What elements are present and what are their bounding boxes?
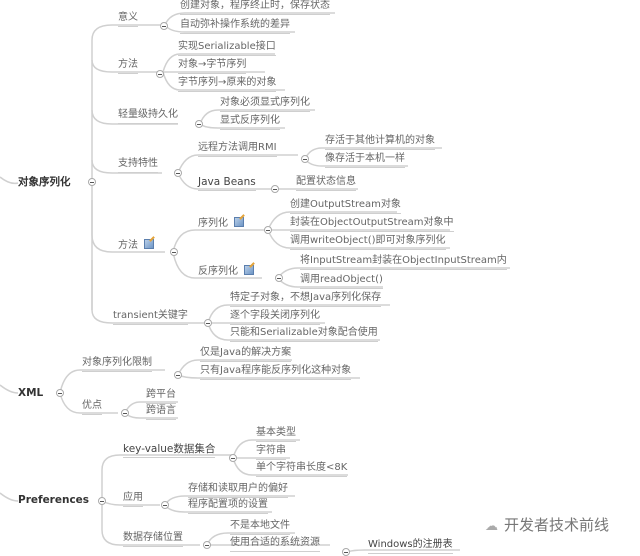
- branch-advantages[interactable]: 优点: [82, 400, 102, 415]
- leaf-node[interactable]: 程序配置项的设置: [188, 499, 268, 514]
- leaf-node[interactable]: 不是本地文件: [230, 520, 290, 535]
- collapse-icon[interactable]: [174, 371, 182, 379]
- branch-java-beans[interactable]: Java Beans: [198, 176, 256, 191]
- branch-method[interactable]: 方法: [118, 59, 138, 74]
- branch-deserialize[interactable]: 反序列化: [198, 265, 254, 278]
- collapse-icon[interactable]: [160, 22, 168, 30]
- collapse-icon[interactable]: [204, 319, 212, 327]
- branch-serialization-limits[interactable]: 对象序列化限制: [82, 357, 152, 372]
- collapse-icon[interactable]: [88, 178, 96, 186]
- leaf-node[interactable]: 实现Serializable接口: [178, 41, 276, 56]
- leaf-node[interactable]: 字节序列→原来的对象: [178, 77, 277, 92]
- leaf-node[interactable]: 封装在ObjectOutputStream对象中: [290, 217, 454, 232]
- leaf-node[interactable]: 创建对象，程序终止时，保存状态: [180, 0, 330, 15]
- leaf-node[interactable]: Windows的注册表: [368, 539, 453, 554]
- branch-rmi[interactable]: 远程方法调用RMI: [198, 142, 277, 157]
- collapse-icon[interactable]: [174, 169, 182, 177]
- collapse-icon[interactable]: [170, 248, 178, 256]
- branch-lightweight-persistence[interactable]: 轻量级持久化: [118, 109, 178, 124]
- collapse-icon[interactable]: [121, 409, 129, 417]
- collapse-icon[interactable]: [156, 70, 164, 78]
- branch-method-with-note[interactable]: 方法: [118, 239, 154, 252]
- collapse-icon[interactable]: [56, 389, 64, 397]
- collapse-icon[interactable]: [195, 120, 203, 128]
- branch-storage-location[interactable]: 数据存储位置: [123, 532, 183, 547]
- root-node-object-serialization[interactable]: 对象序列化: [18, 176, 71, 188]
- leaf-node[interactable]: 跨平台: [146, 389, 176, 404]
- note-icon[interactable]: [244, 265, 254, 275]
- leaf-node[interactable]: 只能和Serializable对象配合使用: [230, 327, 378, 342]
- branch-meaning[interactable]: 意义: [118, 12, 138, 27]
- note-icon[interactable]: [144, 239, 154, 249]
- collapse-icon[interactable]: [229, 454, 237, 462]
- leaf-node[interactable]: 配置状态信息: [296, 176, 356, 191]
- note-icon[interactable]: [234, 217, 244, 227]
- wechat-icon: ☁: [485, 519, 498, 534]
- leaf-node[interactable]: 调用readObject(): [300, 274, 383, 289]
- leaf-node[interactable]: 只有Java程序能反序列化这种对象: [200, 365, 352, 380]
- leaf-node[interactable]: 显式反序列化: [220, 115, 280, 130]
- root-node-preferences[interactable]: Preferences: [18, 494, 90, 506]
- leaf-node[interactable]: 基本类型: [256, 427, 296, 442]
- leaf-node[interactable]: 自动弥补操作系统的差异: [180, 19, 290, 34]
- root-node-xml[interactable]: XML: [18, 387, 44, 399]
- leaf-node[interactable]: 调用writeObject()即可对象序列化: [290, 235, 446, 250]
- leaf-node[interactable]: 字符串: [256, 445, 286, 460]
- leaf-node[interactable]: 逐个字段关闭序列化: [230, 310, 320, 325]
- branch-system-resources[interactable]: 使用合适的系统资源: [230, 537, 320, 552]
- collapse-icon[interactable]: [161, 501, 169, 509]
- leaf-node[interactable]: 存储和读取用户的偏好: [188, 483, 288, 498]
- collapse-icon[interactable]: [264, 226, 272, 234]
- leaf-node[interactable]: 创建OutputStream对象: [290, 199, 401, 214]
- leaf-node[interactable]: 将InputStream封装在ObjectInputStream内: [300, 255, 507, 270]
- branch-serialize[interactable]: 序列化: [198, 217, 244, 230]
- branch-application[interactable]: 应用: [123, 492, 143, 507]
- collapse-icon[interactable]: [203, 541, 211, 549]
- collapse-icon[interactable]: [342, 548, 350, 556]
- branch-supported-features[interactable]: 支持特性: [118, 158, 158, 173]
- leaf-node[interactable]: 存活于其他计算机的对象: [325, 135, 435, 150]
- watermark: ☁开发者技术前线: [485, 516, 610, 534]
- collapse-icon[interactable]: [275, 274, 283, 282]
- leaf-node[interactable]: 对象必须显式序列化: [220, 97, 310, 112]
- leaf-node[interactable]: 跨语言: [146, 405, 176, 420]
- collapse-icon[interactable]: [271, 185, 279, 193]
- collapse-icon[interactable]: [301, 155, 309, 163]
- collapse-icon[interactable]: [98, 497, 106, 505]
- leaf-node[interactable]: 单个字符串长度<8K: [256, 462, 348, 477]
- leaf-node[interactable]: 对象→字节序列: [178, 59, 247, 74]
- leaf-node[interactable]: 像存活于本机一样: [325, 153, 405, 168]
- branch-transient-keyword[interactable]: transient关键字: [113, 310, 188, 325]
- branch-key-value[interactable]: key-value数据集合: [123, 443, 216, 458]
- leaf-node[interactable]: 特定子对象，不想Java序列化保存: [230, 292, 382, 307]
- leaf-node[interactable]: 仅是Java的解决方案: [200, 347, 292, 362]
